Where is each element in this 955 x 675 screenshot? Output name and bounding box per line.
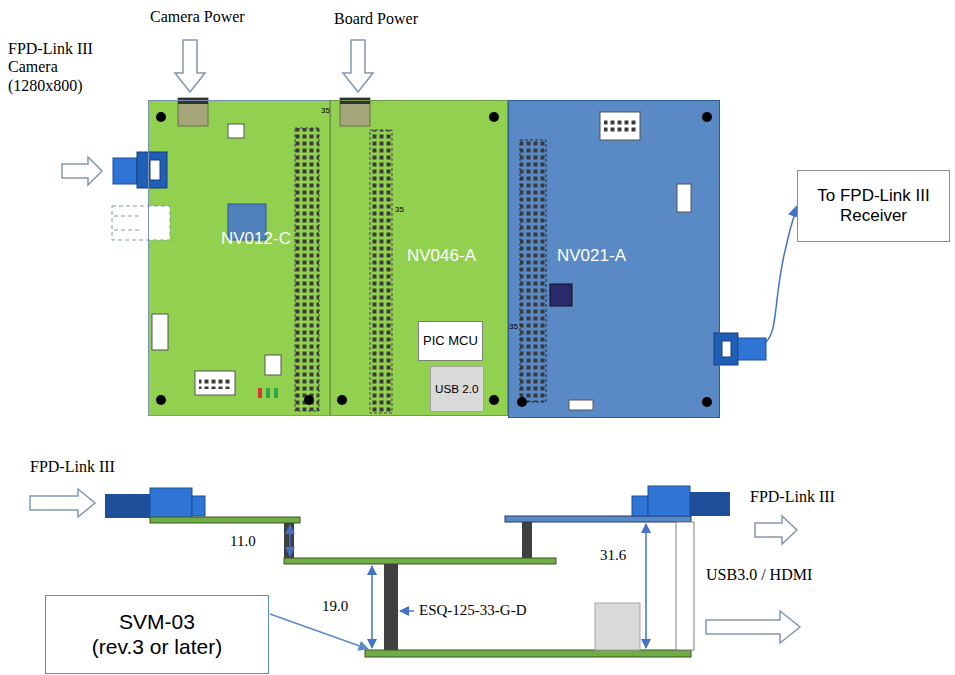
circuit-board: NV012-C — [148, 100, 330, 416]
mount-hole — [304, 395, 314, 405]
standoff — [522, 522, 532, 558]
fpd-connector — [105, 494, 150, 518]
leader-line — [400, 610, 414, 612]
pin-number: 35 — [395, 205, 404, 214]
fpd-connector — [150, 160, 160, 180]
circuit-board: NV046-A PIC MCU USB 2.0 — [330, 100, 508, 416]
pin-number: 35 — [321, 106, 330, 115]
dip-switch — [195, 371, 235, 395]
power-arrow — [175, 40, 205, 92]
fpd-connector — [714, 333, 738, 365]
mount-hole — [702, 112, 712, 122]
usb-connector — [595, 603, 640, 650]
fpd-connector — [690, 492, 730, 516]
mount-hole — [489, 395, 499, 405]
part-number: ESQ-125-33-G-D — [419, 602, 526, 619]
fpd-connector — [192, 496, 205, 516]
signal-label: USB3.0 / HDMI — [706, 566, 812, 584]
power-arrow — [343, 40, 373, 92]
mount-hole — [337, 395, 347, 405]
board-side — [284, 558, 556, 564]
leader-line — [270, 614, 368, 649]
small-connector — [152, 314, 168, 350]
output-arrow — [706, 611, 800, 643]
optional-connector — [112, 206, 170, 240]
dimension-value: 19.0 — [322, 598, 348, 615]
dimension-line — [645, 524, 647, 648]
power-jack — [340, 98, 370, 126]
esq-connector — [384, 564, 398, 650]
small-connector — [677, 184, 691, 212]
board-fill — [330, 100, 508, 416]
power-label: Board Power — [334, 10, 418, 28]
small-connector — [228, 124, 244, 138]
board-fill — [508, 100, 720, 418]
box-text: SVM-03 — [119, 610, 195, 634]
usb-box: USB 2.0 — [430, 366, 484, 412]
box-text: USB 2.0 — [435, 382, 479, 395]
board-side — [365, 650, 691, 657]
input-label: FPD-Link III Camera (1280x800) — [8, 40, 108, 95]
standoff — [284, 523, 294, 558]
fpd-connector — [150, 488, 192, 518]
output-arrow — [755, 516, 797, 544]
power-jack — [340, 98, 370, 104]
fpd-connector — [113, 158, 137, 184]
board-side — [150, 517, 300, 523]
receiver-box: To FPD-Link III Receiver — [797, 170, 950, 242]
header — [370, 130, 392, 413]
small-connector — [265, 355, 281, 375]
signal-label: FPD-Link III — [750, 488, 835, 506]
standoff — [676, 522, 694, 650]
input-arrow — [30, 489, 95, 517]
power-jack — [178, 98, 208, 126]
led — [266, 388, 270, 398]
small-connector — [569, 400, 593, 410]
dimension-line — [289, 525, 291, 556]
led — [258, 388, 262, 398]
fpd-connector — [632, 496, 648, 516]
fpd-connector — [722, 341, 731, 357]
led — [274, 388, 278, 398]
box-text: To FPD-Link III Receiver — [804, 186, 944, 225]
dimension-line — [371, 566, 373, 648]
pin-number: 35 — [509, 322, 518, 331]
mount-hole — [517, 397, 527, 407]
mount-hole — [489, 112, 499, 122]
circuit-board: NV021-A — [508, 100, 720, 418]
signal-label: FPD-Link III — [30, 458, 115, 476]
mount-hole — [156, 112, 166, 122]
dip-switch — [600, 112, 640, 140]
chip — [550, 284, 572, 306]
power-label: Camera Power — [150, 8, 245, 26]
board-fill — [148, 100, 330, 416]
box-text: PIC MCU — [423, 334, 478, 349]
module-box: SVM-03(rev.3 or later) — [45, 595, 269, 674]
fpd-connector — [137, 152, 167, 188]
board-name: NV012-C — [221, 229, 291, 249]
board-name: NV021-A — [557, 246, 626, 266]
mount-hole — [702, 397, 712, 407]
fpd-connector — [738, 338, 766, 360]
cable-connector — [720, 206, 797, 351]
fpd-connector — [648, 486, 690, 516]
header — [295, 128, 319, 411]
dimension-value: 31.6 — [600, 547, 626, 564]
mount-hole — [156, 395, 166, 405]
input-arrow — [62, 157, 102, 185]
box-text: (rev.3 or later) — [92, 635, 222, 659]
mcu-box: PIC MCU — [418, 321, 483, 361]
power-jack — [178, 98, 208, 104]
dimension-value: 11.0 — [230, 533, 256, 550]
header — [520, 140, 546, 402]
board-side — [505, 516, 691, 522]
board-name: NV046-A — [407, 246, 476, 266]
